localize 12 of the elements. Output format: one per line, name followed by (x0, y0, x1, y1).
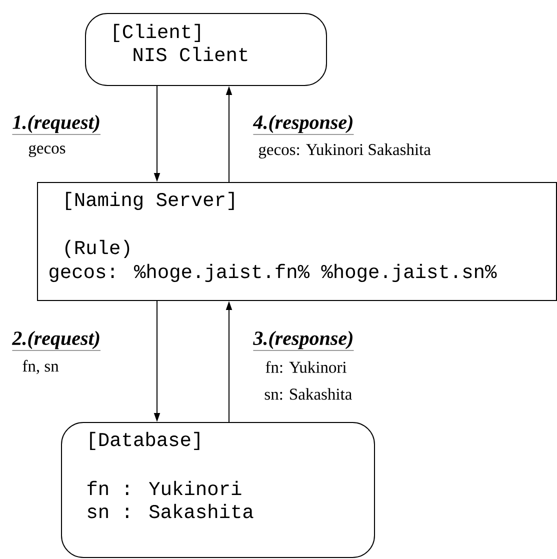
message-text: sn: Sakashita (264, 388, 352, 400)
message-text: gecos (28, 144, 66, 158)
step-label: 2.(request) (12, 330, 101, 351)
database-box: [Database] fn : Yukinori sn : Sakashita (61, 422, 375, 558)
server-box: [Naming Server] (Rule) gecos: %hoge.jaist.fn% %hoge.jaist.sn% (37, 182, 557, 301)
client-box: [Client] NIS Client (85, 13, 327, 86)
step-label: 4.(response) (252, 114, 354, 135)
message-text: gecos: Yukinori Sakashita (258, 144, 431, 158)
message-text: fn, sn (22, 360, 59, 374)
step-label: 1.(request) (12, 114, 101, 135)
message-text: fn: Yukinori (266, 361, 346, 373)
step-label: 3.(response) (253, 330, 354, 351)
